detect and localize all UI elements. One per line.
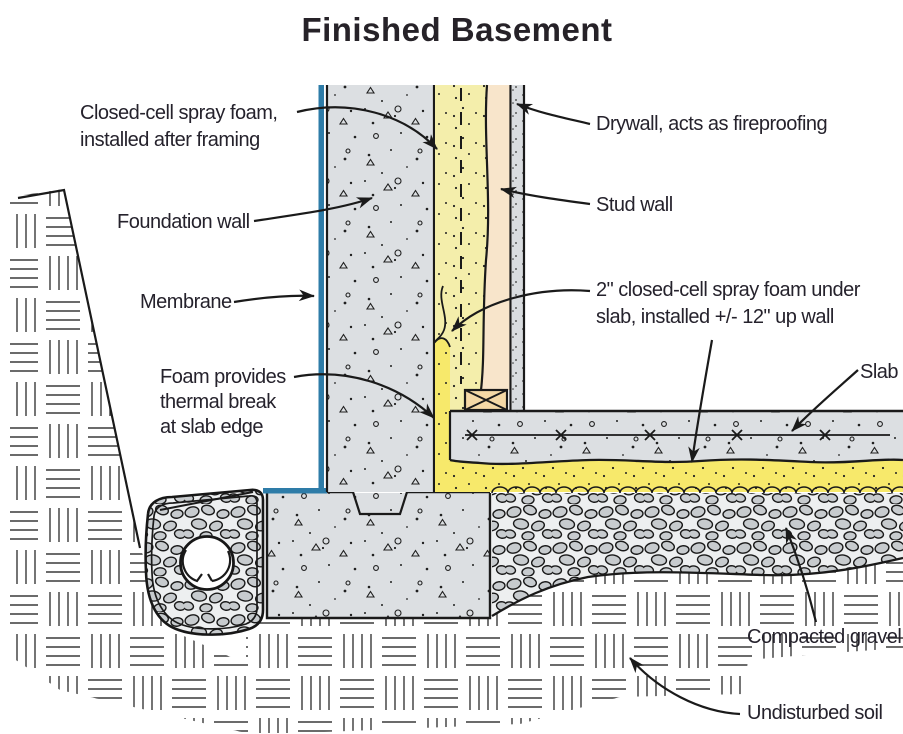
underslab-foam-wall-arrow xyxy=(451,289,591,332)
page-title: Finished Basement xyxy=(301,11,612,48)
footing-outline xyxy=(265,493,492,620)
thermal-break-label-line2: thermal break xyxy=(160,391,277,413)
underslab-foam-band-arrow xyxy=(688,339,714,463)
footing xyxy=(267,493,490,618)
thermal-break-label-line1: Foam provides xyxy=(160,366,286,388)
compacted-gravel-label: Compacted gravel xyxy=(747,626,901,648)
thermal-break-label-line3: at slab edge xyxy=(160,416,263,438)
membrane-vertical xyxy=(318,85,324,493)
compacted-gravel-arrow xyxy=(784,527,818,623)
spray-foam-lower-leg xyxy=(435,338,450,492)
underslab-foam-label-line2: slab, installed +/- 12" up wall xyxy=(596,306,834,328)
gravel-top-scallops xyxy=(491,486,903,494)
excavation-cut-line xyxy=(17,188,142,549)
underslab-foam-label-line1: 2" closed-cell spray foam under xyxy=(596,279,861,301)
label-spray-foam: Closed-cell spray foam, installed after … xyxy=(80,102,278,151)
drywall-label: Drywall, acts as fireproofing xyxy=(596,113,827,135)
slab-arrow xyxy=(791,369,859,432)
drain-pipe xyxy=(179,535,235,591)
spray-foam-label-line2: installed after framing xyxy=(80,129,260,151)
foam-boundary-line xyxy=(434,285,451,348)
stud-wall-arrow xyxy=(500,186,591,206)
drywall-arrow xyxy=(516,102,591,126)
spray-foam-label-line1: Closed-cell spray foam, xyxy=(80,102,277,124)
stud-wall xyxy=(481,85,510,390)
slab-bottom-edge xyxy=(449,458,903,466)
footing-keyway xyxy=(351,491,409,516)
foundation-wall xyxy=(327,85,434,492)
slab-label: Slab xyxy=(860,361,898,383)
drywall xyxy=(512,85,523,411)
spray-foam-arrow xyxy=(296,106,438,150)
gravel-layer xyxy=(492,493,903,616)
undisturbed-soil-arrow xyxy=(629,657,741,716)
slab-mesh-x-marks xyxy=(466,429,831,441)
foundation-wall-label: Foundation wall xyxy=(117,211,250,233)
foundation-wall-arrow xyxy=(253,196,373,223)
drywall-edges xyxy=(509,85,526,411)
drain-fabric-flap-line xyxy=(159,491,254,511)
slab xyxy=(450,411,903,464)
undisturbed-soil-label: Undisturbed soil xyxy=(747,702,882,724)
stud-wall-edge xyxy=(479,84,490,391)
spray-foam-under-plate xyxy=(450,388,465,411)
membrane-horizontal xyxy=(263,488,327,494)
membrane-arrow xyxy=(233,289,315,304)
bottom-plate-x xyxy=(464,389,508,411)
undisturbed-soil-left-region xyxy=(10,189,246,733)
label-underslab-foam: 2" closed-cell spray foam under slab, in… xyxy=(596,279,861,328)
thermal-break-arrow xyxy=(293,373,435,419)
stud-wall-label: Stud wall xyxy=(596,194,673,216)
gravel-bottom-edge xyxy=(491,556,903,617)
label-thermal-break: Foam provides thermal break at slab edge xyxy=(160,366,287,438)
membrane-label: Membrane xyxy=(140,291,232,313)
drain-pipe-slots xyxy=(181,549,232,583)
undisturbed-soil-bottom-region xyxy=(246,559,903,733)
